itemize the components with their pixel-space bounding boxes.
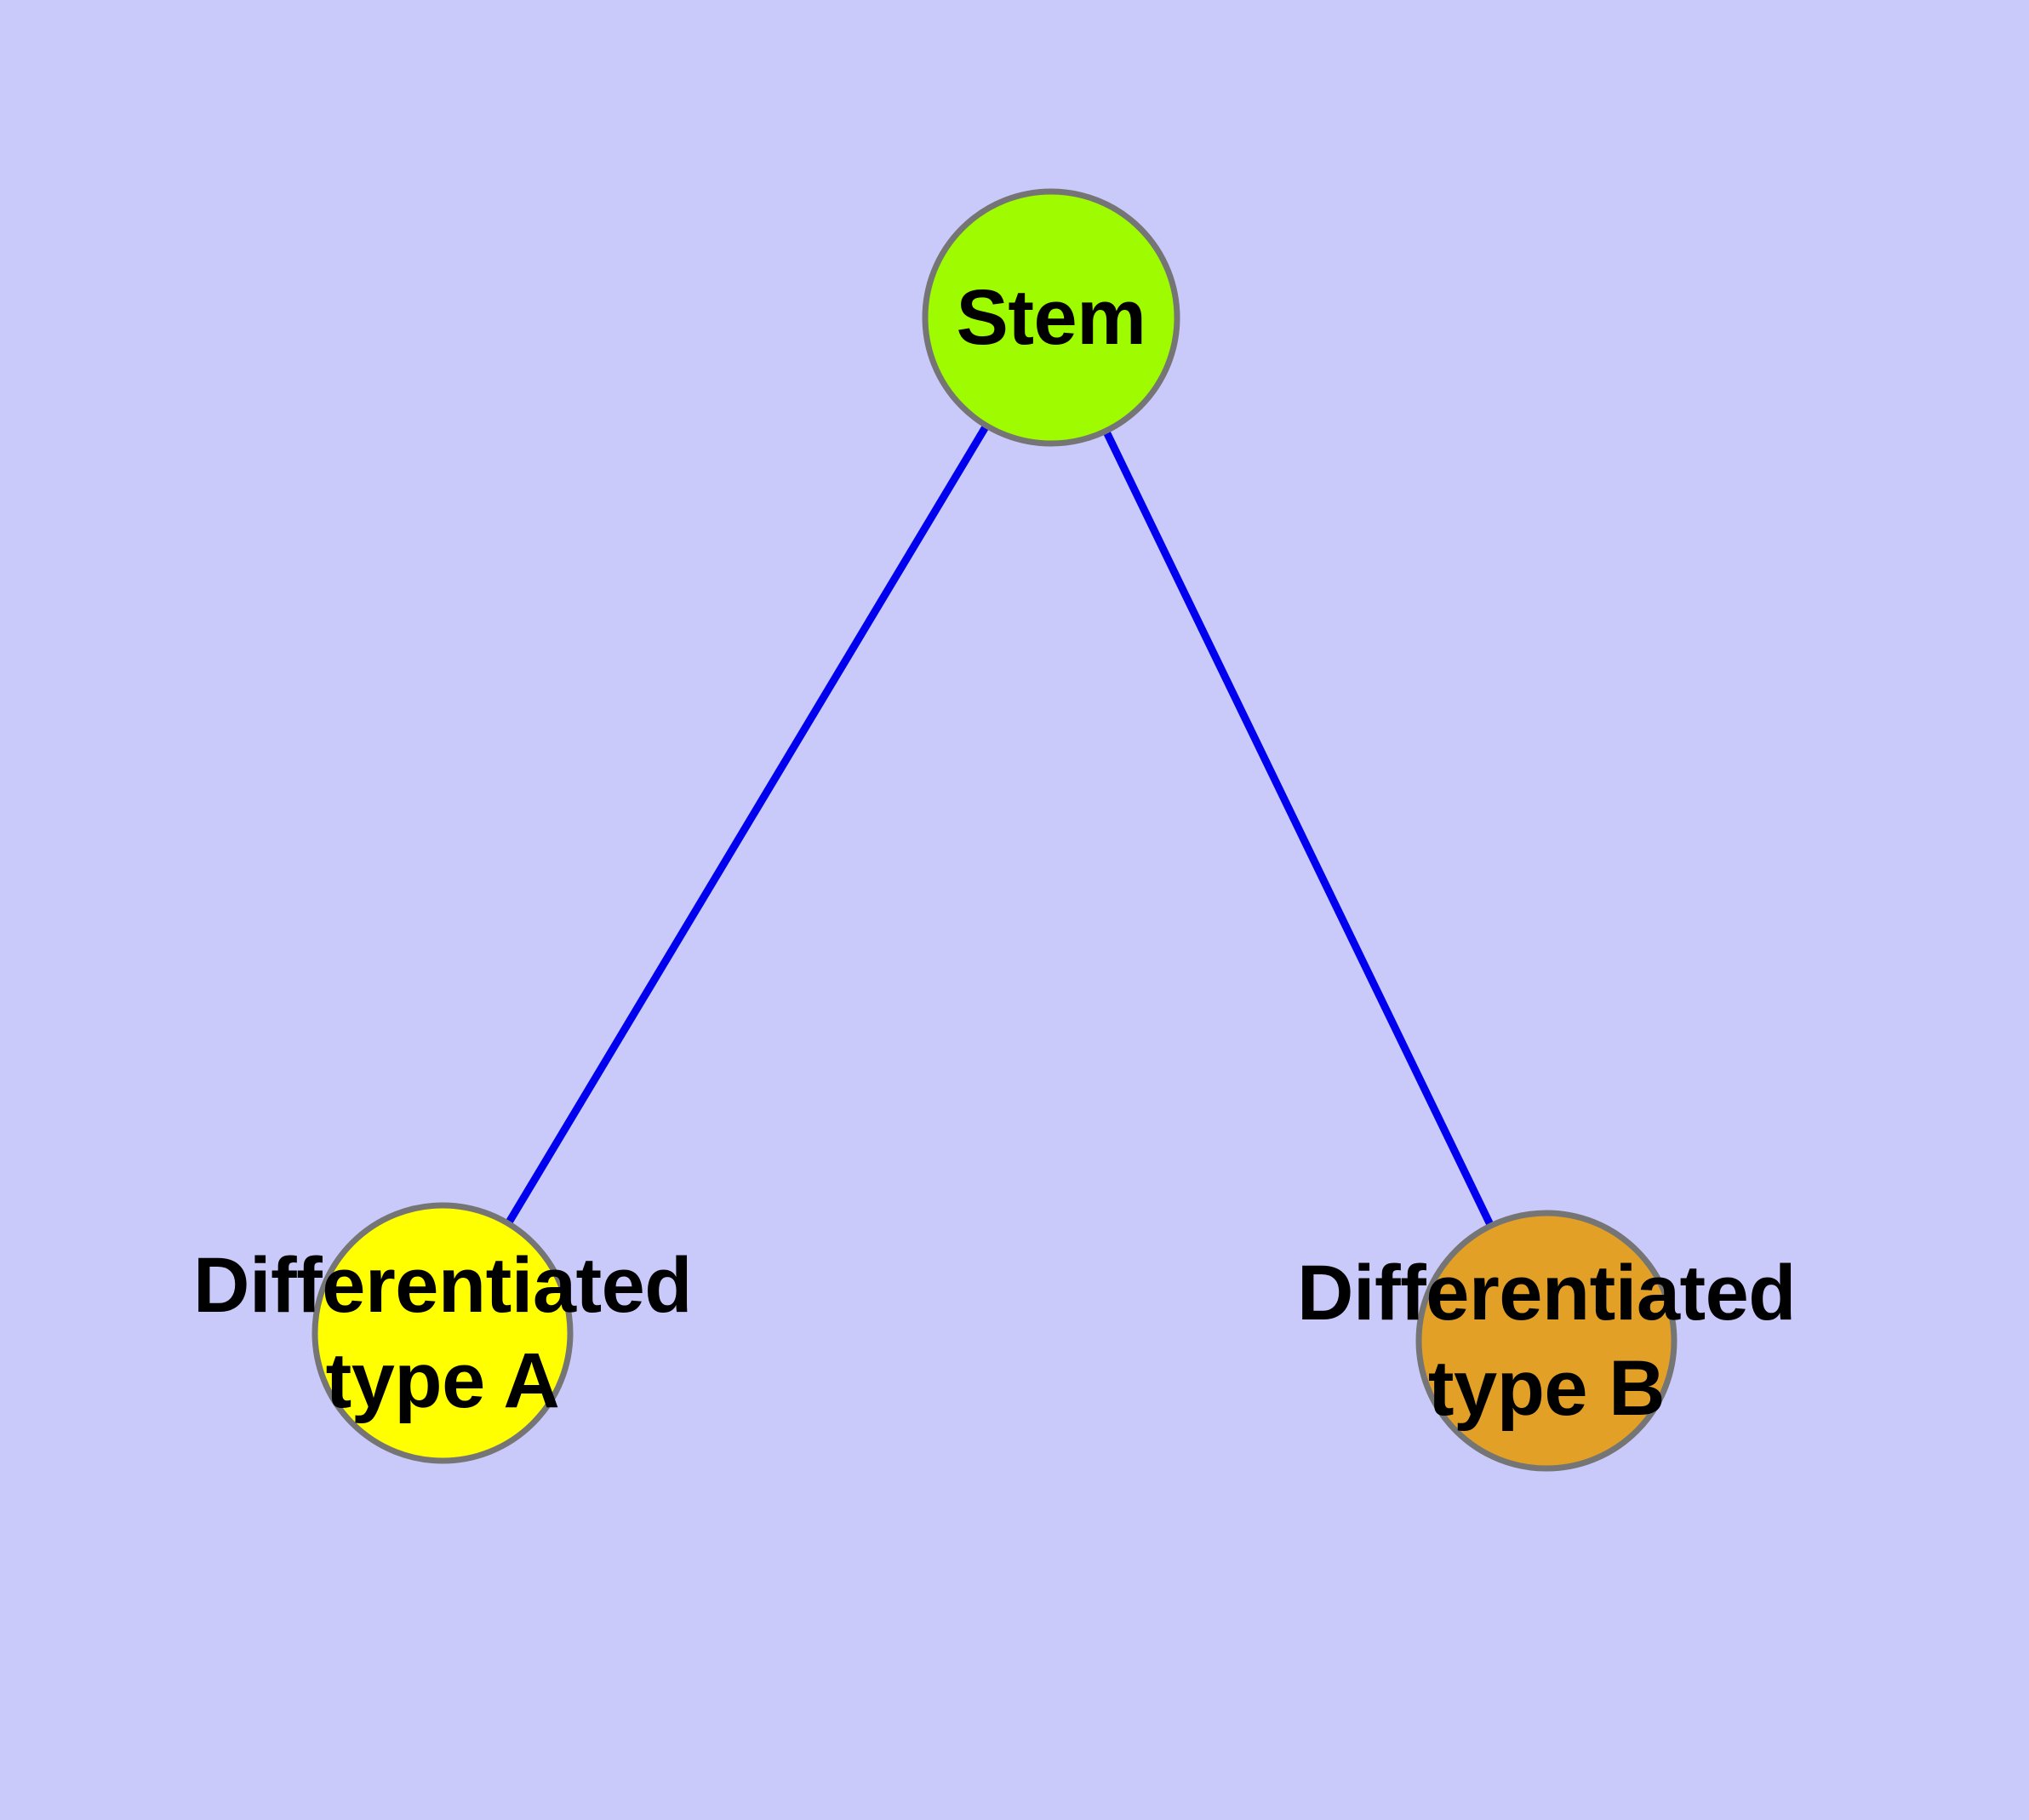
node-layer: [311, 188, 1677, 1472]
node-differentiated-type-b[interactable]: [1415, 1210, 1677, 1472]
edge-layer: [439, 315, 1551, 1342]
edge-stem-to-diff-a: [439, 315, 1055, 1336]
node-differentiated-type-a[interactable]: [311, 1202, 574, 1464]
edge-stem-to-diff-b: [1047, 316, 1551, 1342]
node-stem[interactable]: [922, 188, 1180, 447]
